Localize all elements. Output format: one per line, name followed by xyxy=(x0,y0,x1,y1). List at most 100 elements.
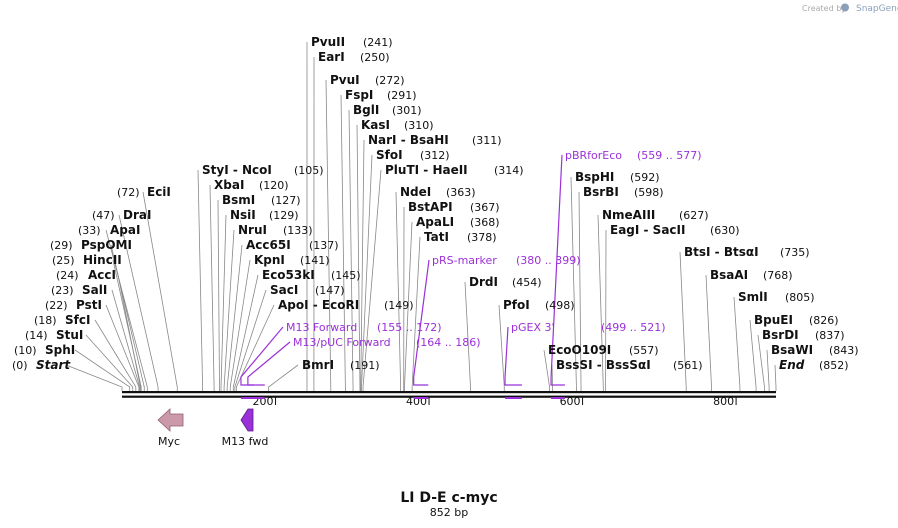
primer-name: M13 Forward xyxy=(286,321,357,334)
cut-site-label[interactable]: DraI(47) xyxy=(92,208,151,222)
cut-site-label[interactable]: StyI - NcoI (105) xyxy=(202,163,324,177)
cut-site-label[interactable]: BpuEI(826) xyxy=(754,313,839,327)
cut-site-label[interactable]: SmlI(805) xyxy=(738,290,815,304)
cut-site-label[interactable]: (23)SalI xyxy=(51,283,107,297)
cut-site-label[interactable]: (24)AccI xyxy=(56,268,116,282)
features: Myc M13 fwd xyxy=(157,408,268,448)
cut-site-label[interactable]: NarI - BsaHI(311) xyxy=(368,133,502,147)
cut-site-position: (105) xyxy=(294,164,324,177)
primer-leader xyxy=(247,341,291,386)
ruler-tick-label: 200 xyxy=(253,395,274,408)
cut-site-label[interactable]: (14)StuI xyxy=(25,328,83,342)
cut-site-name: BsrDI xyxy=(762,328,799,342)
map-title: LI D-E c-myc xyxy=(400,490,497,506)
cut-site-name: PfoI xyxy=(503,298,530,312)
primer-label[interactable]: pGEX 3'(499 .. 521) xyxy=(511,321,666,334)
cut-site-leader xyxy=(110,244,145,391)
m13-fwd-feature-arrow-icon[interactable] xyxy=(240,408,254,432)
cut-site-label[interactable]: (25)HincII xyxy=(52,253,122,267)
cut-site-label[interactable]: SfoI(312) xyxy=(376,148,450,162)
cut-site-position: (25) xyxy=(52,254,75,267)
cut-site-label[interactable]: (0)Start xyxy=(12,358,71,372)
cut-site-label[interactable]: BsrBI(598) xyxy=(583,185,664,199)
cut-site-position: (312) xyxy=(420,149,450,162)
cut-site-leader xyxy=(234,289,267,391)
cut-site-label[interactable]: DrdI(454) xyxy=(469,275,542,289)
cut-site-name: End xyxy=(779,358,805,372)
cut-site-label[interactable]: ApoI - EcoRI(149) xyxy=(278,298,414,312)
cut-site-label[interactable]: (22)PstI xyxy=(45,298,102,312)
cut-site-position: (314) xyxy=(494,164,524,177)
cut-site-label[interactable]: XbaI(120) xyxy=(214,178,289,192)
cut-site-label[interactable]: NmeAIII(627) xyxy=(602,208,709,222)
cut-site-label[interactable]: Acc65I(137) xyxy=(246,238,339,252)
cut-site-label[interactable]: BtsI - BtsαI(735) xyxy=(684,245,810,259)
cut-site-label[interactable]: (18)SfcI xyxy=(34,313,90,327)
cut-site-label[interactable]: PluTI - HaeII(314) xyxy=(385,163,524,177)
cut-site-label[interactable]: BmrI(191) xyxy=(302,358,380,372)
cut-site-label[interactable]: BsaWI(843) xyxy=(771,343,859,357)
cut-site-name: NruI xyxy=(238,223,267,237)
cut-site-name: SalI xyxy=(82,283,107,297)
cut-site-position: (191) xyxy=(350,359,380,372)
cut-site-label[interactable]: EarI(250) xyxy=(318,50,390,64)
cut-site-name: PspOMI xyxy=(81,238,132,252)
cut-site-label[interactable]: End(852) xyxy=(779,358,849,372)
cut-site-position: (145) xyxy=(331,269,361,282)
cut-site-leader xyxy=(232,274,259,391)
cut-site-label[interactable]: (10)SphI xyxy=(14,343,75,357)
primer-bind-bar xyxy=(505,397,522,399)
cut-site-name: FspI xyxy=(345,88,373,102)
cut-site-label[interactable]: KpnI(141) xyxy=(254,253,330,267)
cut-site-label[interactable]: FspI(291) xyxy=(345,88,417,102)
myc-feature-label: Myc xyxy=(158,435,180,448)
cut-site-name: DraI xyxy=(123,208,151,222)
cut-site-leader xyxy=(105,304,140,391)
cut-site-label[interactable]: EagI - SacII(630) xyxy=(610,223,740,237)
cut-site-label[interactable]: EciI(72) xyxy=(117,185,171,199)
cut-site-label[interactable]: BssSI - BssSαI(561) xyxy=(556,358,703,372)
cut-site-position: (14) xyxy=(25,329,48,342)
cut-site-name: TatI xyxy=(424,230,449,244)
cut-site-position: (363) xyxy=(446,186,476,199)
cut-site-label[interactable]: BsaAI(768) xyxy=(710,268,793,282)
cut-site-label[interactable]: ApaLI(368) xyxy=(416,215,500,229)
cut-site-position: (127) xyxy=(271,194,301,207)
cut-site-label[interactable]: EcoO109I(557) xyxy=(548,343,659,357)
primer-label[interactable]: M13/pUC Forward(164 .. 186) xyxy=(293,336,481,349)
primer-leader xyxy=(504,326,522,386)
cut-site-label[interactable]: KasI(310) xyxy=(361,118,434,132)
cut-site-label[interactable]: SacI(147) xyxy=(270,283,345,297)
myc-feature-arrow-icon[interactable] xyxy=(157,408,184,432)
cut-site-label[interactable]: Eco53kI(145) xyxy=(262,268,361,282)
cut-site-label[interactable]: NruI(133) xyxy=(238,223,313,237)
cut-site-label[interactable]: BsmI(127) xyxy=(222,193,301,207)
cut-site-label[interactable]: NsiI(129) xyxy=(230,208,299,222)
cut-site-label[interactable]: PvuI(272) xyxy=(330,73,405,87)
cut-site-label[interactable]: ApaI(33) xyxy=(78,223,140,237)
cut-site-label[interactable]: TatI(378) xyxy=(424,230,497,244)
cut-site-label[interactable]: BspHI(592) xyxy=(575,170,660,184)
primer-label[interactable]: pBRforEco(559 .. 577) xyxy=(565,149,702,162)
cut-site-leader xyxy=(268,364,299,391)
cut-site-leader xyxy=(111,289,141,391)
cut-site-label[interactable]: PfoI(498) xyxy=(503,298,575,312)
cut-site-name: StyI - NcoI xyxy=(202,163,272,177)
cut-site-label[interactable]: BstAPI(367) xyxy=(408,200,500,214)
cut-site-position: (24) xyxy=(56,269,79,282)
cut-site-leader xyxy=(774,364,777,391)
cut-site-leader xyxy=(749,319,757,391)
cut-site-label[interactable]: (29)PspOMI xyxy=(50,238,132,252)
cut-site-label[interactable]: BglI(301) xyxy=(353,103,422,117)
cut-site-label[interactable]: BsrDI(837) xyxy=(762,328,845,342)
primer-label[interactable]: M13 Forward(155 .. 172) xyxy=(286,321,442,334)
primer-label[interactable]: pRS-marker(380 .. 399) xyxy=(432,254,581,267)
cut-site-position: (735) xyxy=(780,246,810,259)
ruler-tick-label: 800 xyxy=(713,395,734,408)
cut-site-leader xyxy=(464,281,471,391)
cut-site-label[interactable]: NdeI(363) xyxy=(400,185,476,199)
primer-range: (499 .. 521) xyxy=(601,321,666,334)
cut-site-label[interactable]: PvuII(241) xyxy=(311,35,393,49)
primer-name: M13/pUC Forward xyxy=(293,336,391,349)
cut-site-position: (272) xyxy=(375,74,405,87)
